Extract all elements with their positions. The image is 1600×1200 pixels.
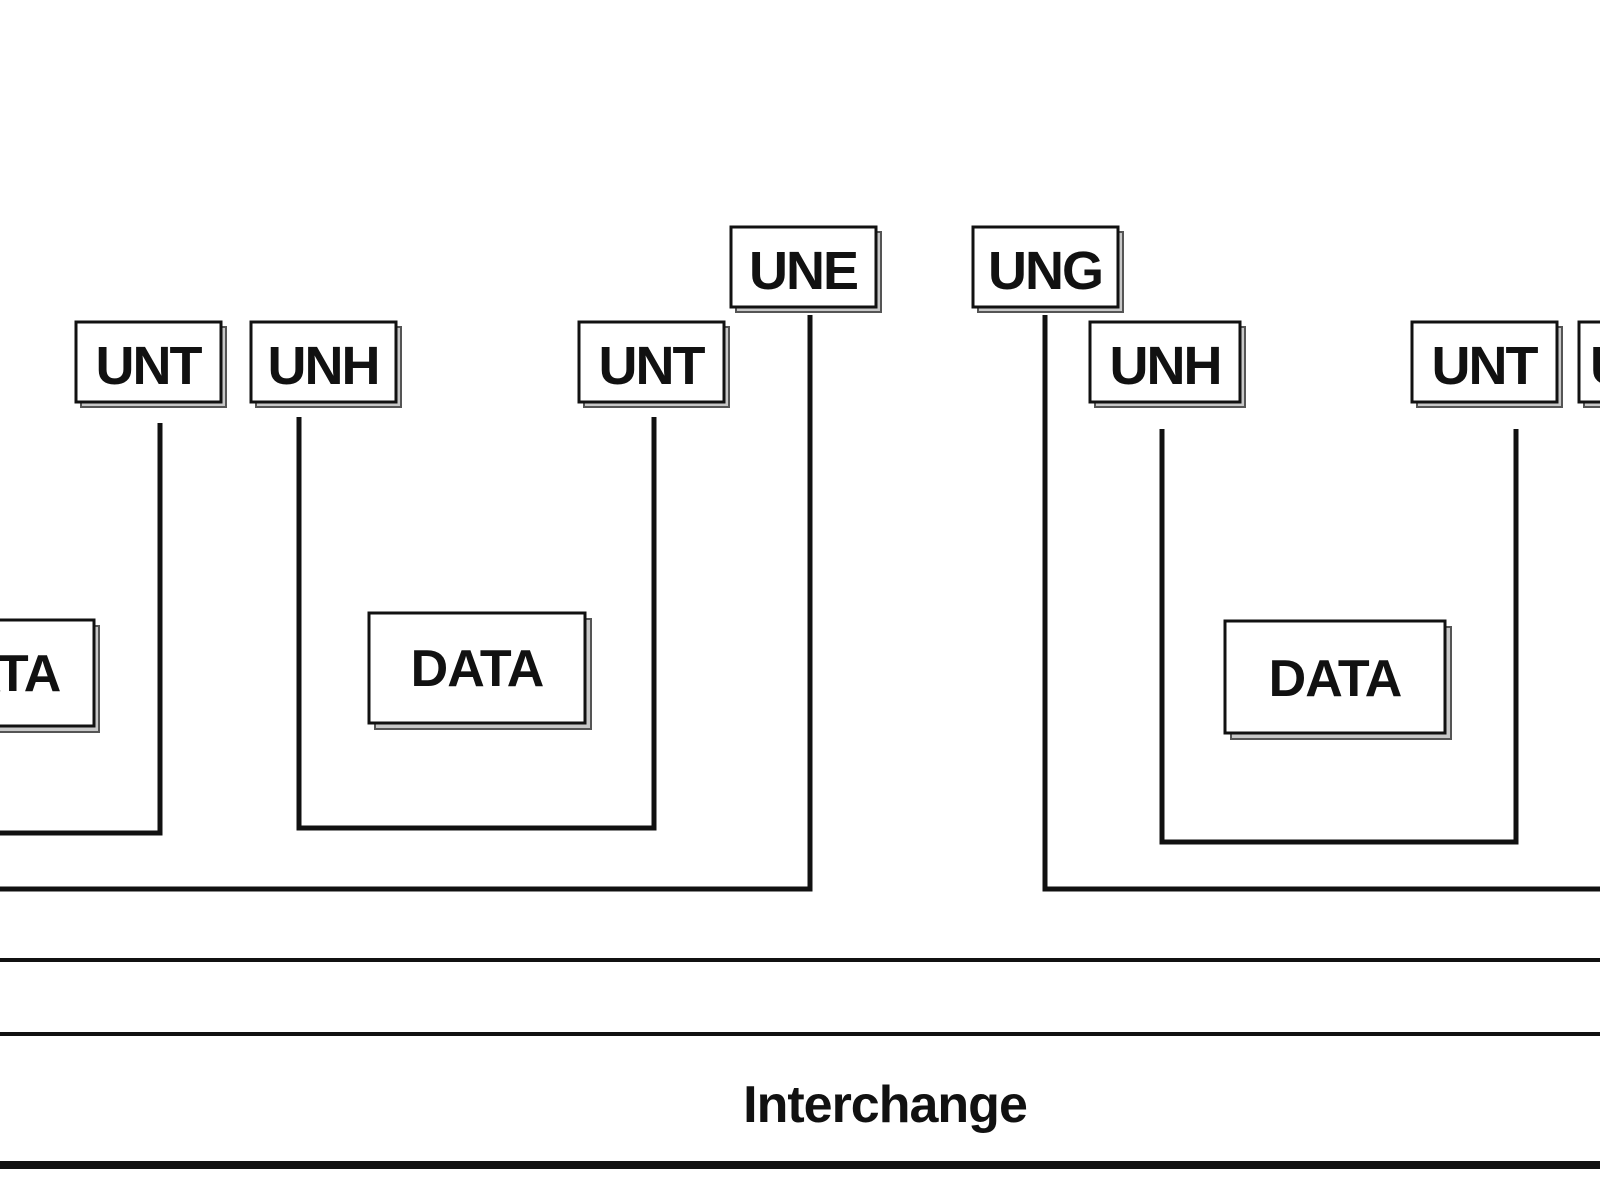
message3-bracket [1159,429,1519,845]
segment-unt-message2-label: UNT [599,336,706,396]
message2-bracket [296,417,657,831]
segment-unt-left-label: UNT [96,336,203,396]
segment-unh-partial: U [1577,320,1600,408]
data-box-message2: DATA [367,611,592,730]
segment-unt-message3: UNT [1410,320,1563,408]
data-box-partial: DATA [0,618,100,733]
message1-bracket [0,423,163,836]
segment-unt-message2: UNT [577,320,730,408]
segment-une: UNE [729,225,882,313]
connector-lines [0,315,1600,892]
segment-unh-message3-label: UNH [1110,336,1221,396]
segment-unt-left: UNT [74,320,227,408]
group2-bracket [1042,315,1600,892]
data-box-message3: DATA [1223,619,1452,740]
data-box-message3-label: DATA [1269,650,1402,708]
data-box-partial-label: DATA [0,645,61,703]
segment-une-label: UNE [749,241,857,301]
segment-unt-message3-label: UNT [1432,336,1539,396]
interchange-label: Interchange [743,1076,1027,1134]
segment-unh-message3: UNH [1088,320,1246,408]
data-box-message2-label: DATA [411,640,544,698]
interchange-band [0,958,1600,1169]
segment-unh-message2: UNH [249,320,402,408]
segment-ung-label: UNG [988,241,1102,301]
segment-ung: UNG [971,225,1124,313]
segment-unh-message2-label: UNH [268,336,379,396]
group1-bracket [0,315,813,892]
segment-unh-partial-label: U [1590,336,1600,396]
